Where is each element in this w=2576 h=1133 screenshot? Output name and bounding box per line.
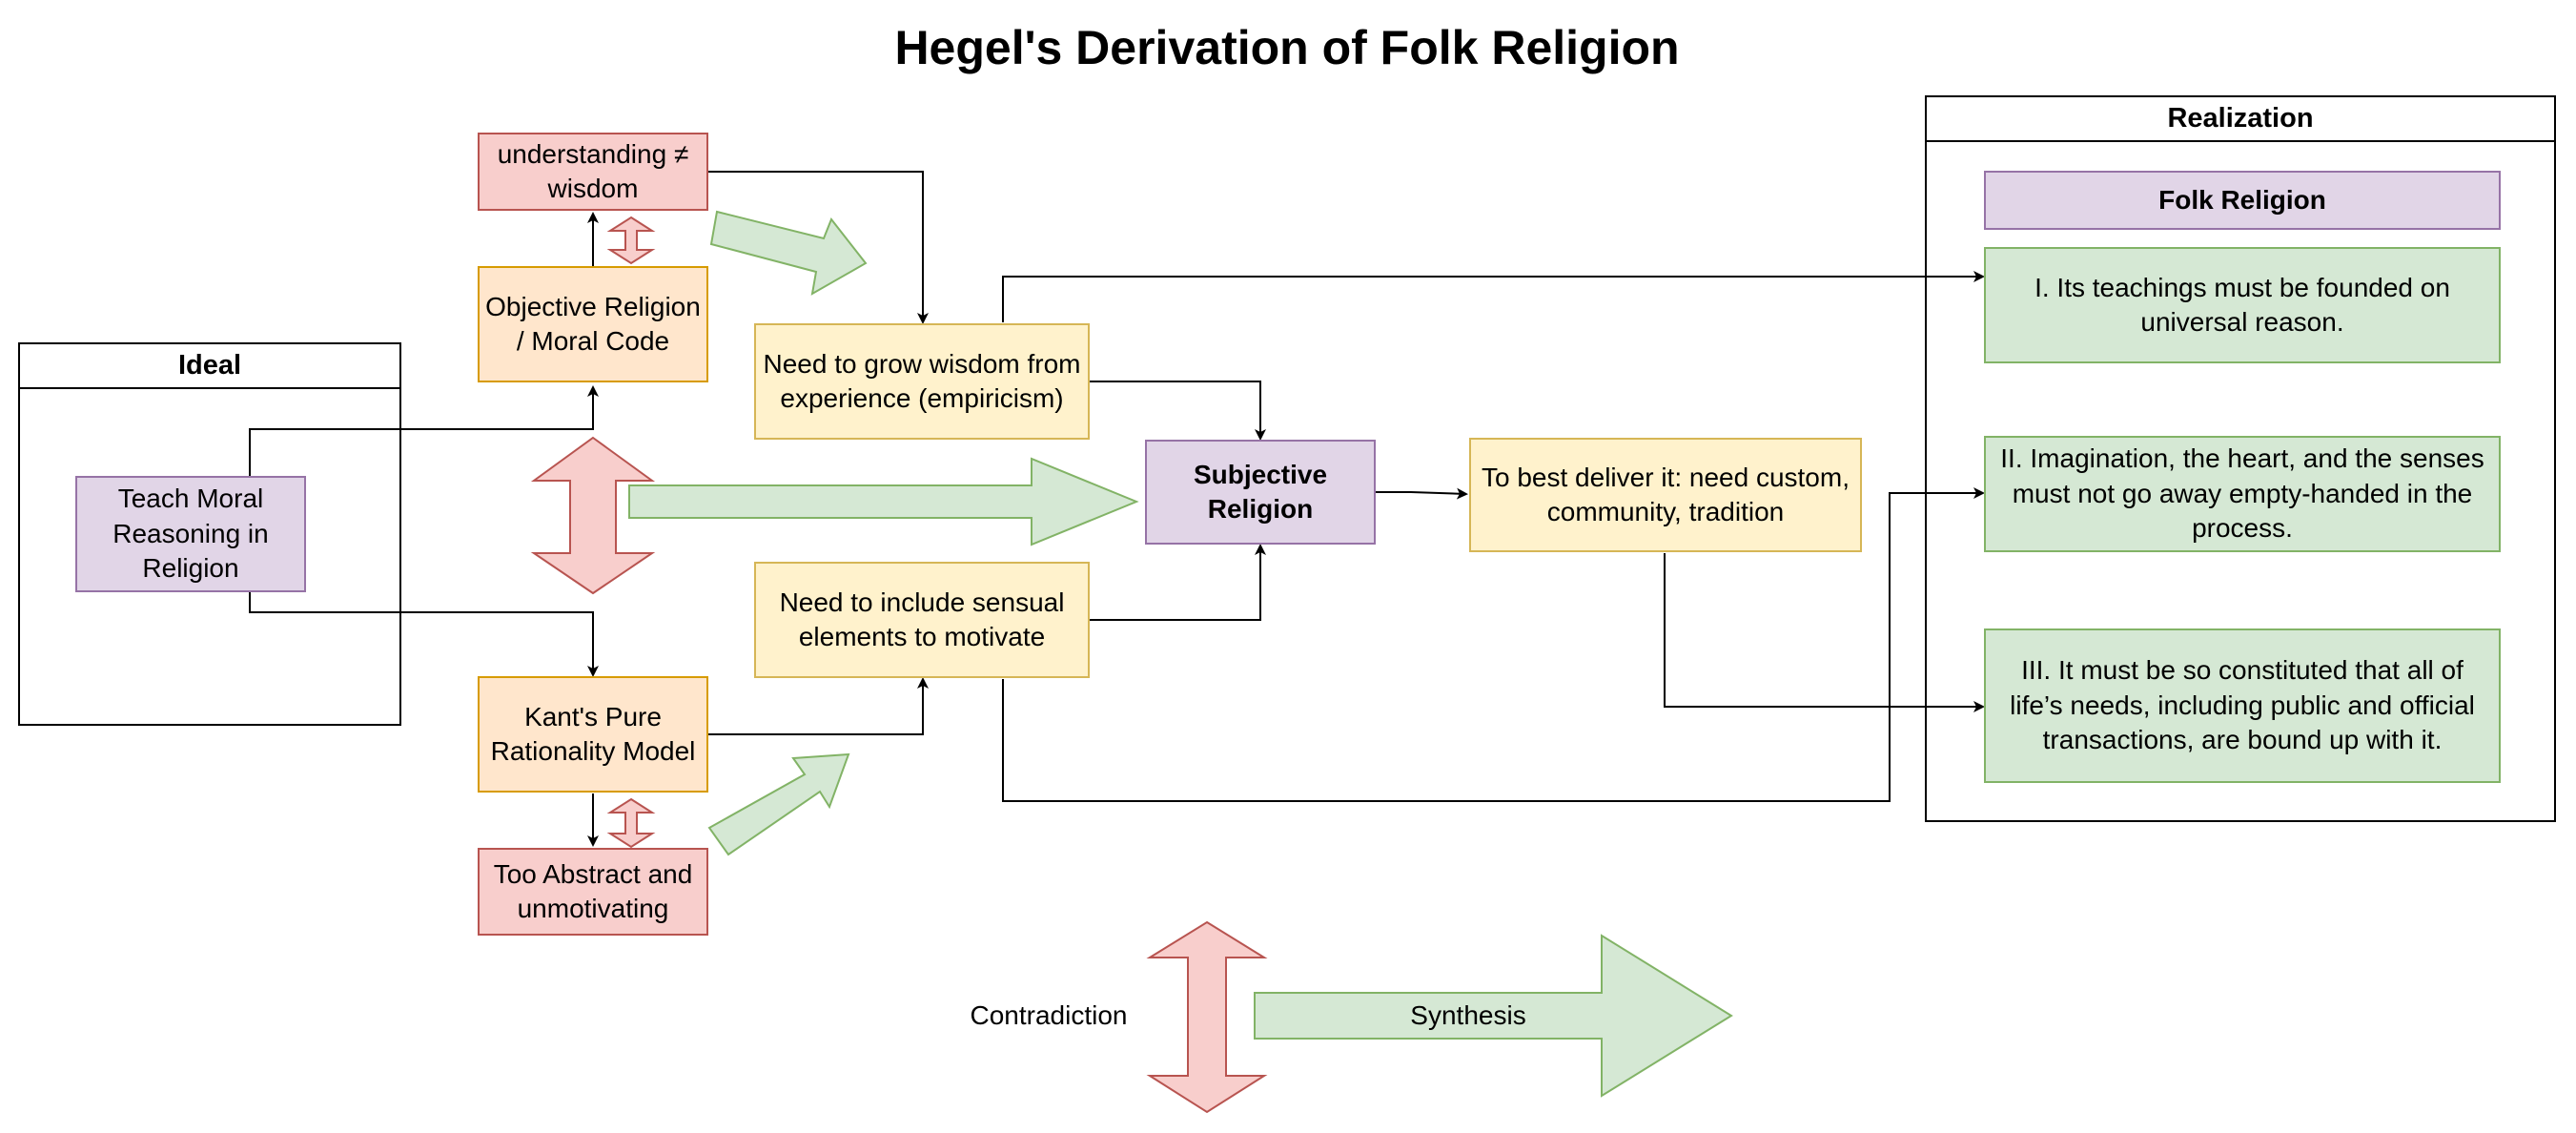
item-2-box (1984, 436, 2501, 552)
connector-kant-to-sensual (707, 677, 929, 735)
teach-label: Teach Moral Reasoning in Religion (112, 484, 269, 584)
contradiction-legend-arrow (1146, 920, 1268, 1114)
folk-religion-box (1984, 171, 2501, 230)
connector-sensual-to-item-2 (1002, 487, 1985, 802)
grow-wisdom-box (754, 323, 1090, 440)
kant-label: Kant's Pure Rationality Model (490, 701, 696, 766)
contradiction-arrow-lower (606, 797, 656, 849)
legend-contradiction-label: Contradiction (970, 999, 1128, 1030)
subjective-box (1145, 440, 1376, 545)
realization-header: Realization (2167, 103, 2314, 134)
connector-teach-to-objective (249, 385, 599, 477)
contradiction-arrow-upper (606, 216, 656, 265)
kant-box (478, 676, 708, 793)
grow-wisdom-label: Need to grow wisdom from experience (emp… (763, 348, 1081, 413)
teach-box (75, 476, 306, 592)
ideal-header: Ideal (177, 350, 242, 381)
page-title: Hegel's Derivation of Folk Religion (894, 20, 1680, 74)
understanding-box (478, 133, 708, 211)
item-1-box (1984, 247, 2501, 363)
deliver-box (1469, 438, 1862, 552)
realization-item-3: III. It must be so constituted that all … (2010, 655, 2475, 755)
folk-religion-label: Folk Religion (2158, 184, 2326, 215)
understanding-label: understanding ≠ wisdom (497, 138, 689, 203)
item-3-box (1984, 628, 2501, 783)
sensual-label: Need to include sensual elements to moti… (779, 587, 1065, 651)
sensual-box (754, 562, 1090, 678)
deliver-label: To best deliver it: need custom, communi… (1482, 462, 1850, 526)
connector-grow-to-subjective (1089, 381, 1266, 441)
abstract-label: Too Abstract and unmotivating (493, 858, 693, 923)
synthesis-arrow-upper (709, 210, 868, 296)
legend-synthesis-label: Synthesis (1410, 999, 1526, 1030)
synthesis-arrow-main (628, 457, 1139, 546)
objective-label: Objective Religion / Moral Code (485, 291, 701, 356)
connector-deliver-to-item-3 (1664, 553, 1985, 712)
objective-box (478, 266, 708, 382)
abstract-box (478, 848, 708, 936)
synthesis-legend-arrow (1254, 934, 1733, 1098)
connector-subjective-to-deliver (1375, 487, 1468, 500)
connector-teach-to-kant (249, 591, 599, 677)
realization-item-2: II. Imagination, the heart, and the sens… (2000, 443, 2484, 544)
connector-grow-to-item-1 (1002, 271, 1985, 322)
realization-item-1: I. Its teachings must be founded on univ… (2034, 272, 2450, 337)
contradiction-arrow-main (530, 436, 656, 595)
subjective-label: Subjective Religion (1193, 459, 1328, 524)
connector-understanding-to-grow (707, 171, 929, 324)
connector-sensual-to-subjective (1089, 544, 1266, 621)
synthesis-arrow-lower (707, 752, 850, 856)
